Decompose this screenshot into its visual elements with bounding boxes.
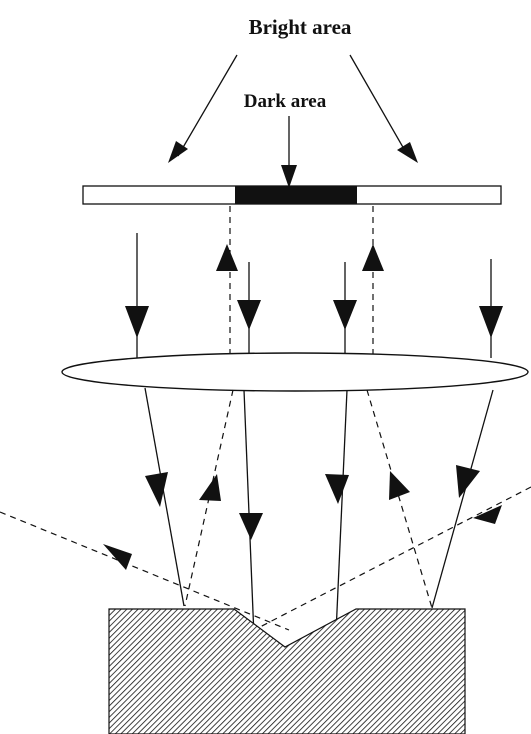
bright-area-arrows [168,54,418,163]
oblique-rays [0,486,531,631]
dark-band [235,186,357,204]
bright-area-label: Bright area [249,15,352,39]
dark-area-label: Dark area [244,91,327,112]
specimen-surface [108,608,466,734]
lens [61,352,529,392]
illumination-strip [82,185,502,205]
returning-rays [216,206,384,355]
incident-rays [125,233,503,358]
dark-area-arrow [281,116,297,188]
focused-rays [144,387,494,638]
